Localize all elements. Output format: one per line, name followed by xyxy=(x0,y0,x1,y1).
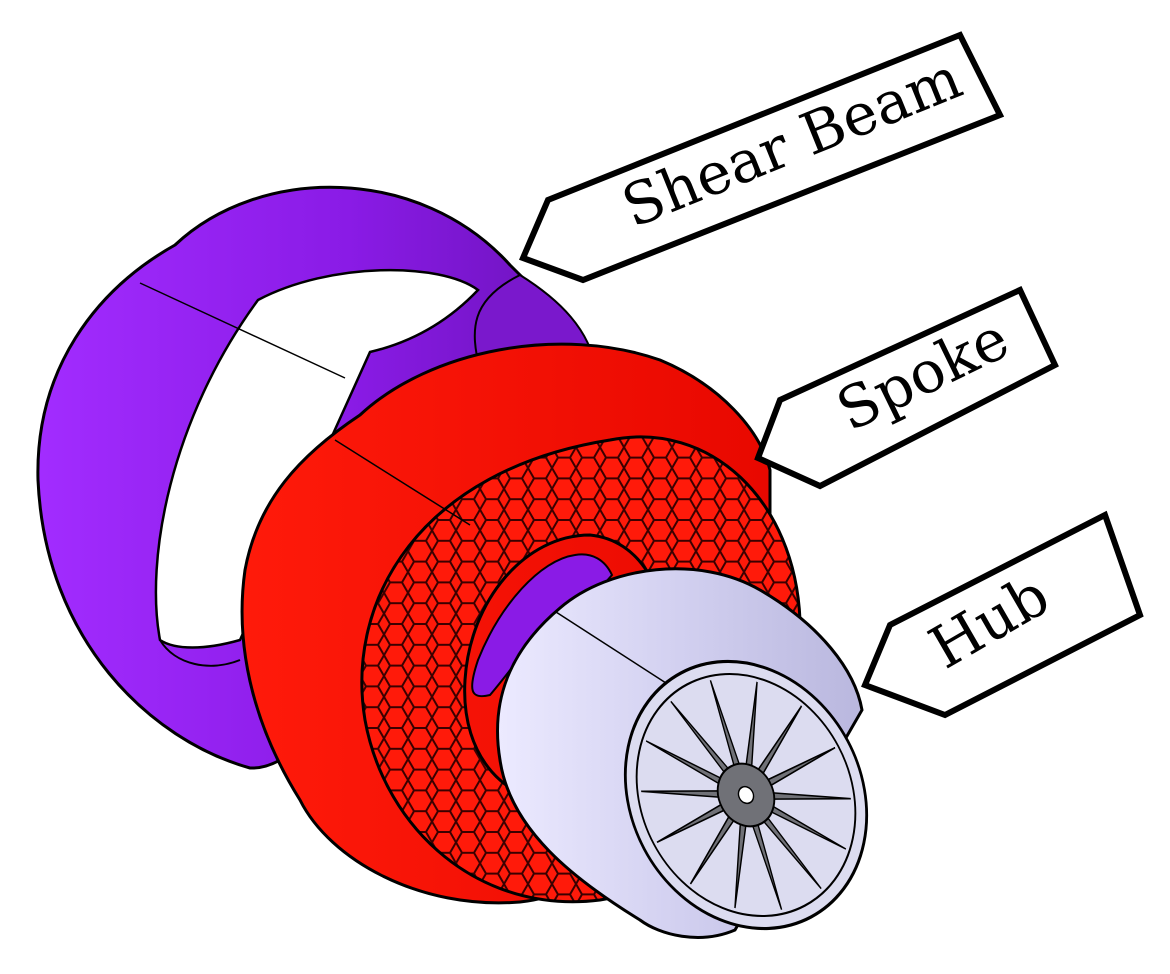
shear-beam-seam xyxy=(139,282,346,379)
spoke-seam xyxy=(334,439,471,526)
hub-part xyxy=(496,567,869,939)
spoke-callout: Spoke xyxy=(754,286,1059,490)
shear-beam-callout: Shear Beam xyxy=(518,31,1005,284)
shear-beam-callout-shape xyxy=(518,31,1005,284)
spoke-callout-shape xyxy=(754,286,1059,490)
hub-callout-shape xyxy=(861,510,1144,719)
hub-wheel-face xyxy=(623,659,869,931)
hub-callout: Hub xyxy=(861,510,1144,719)
shear-beam-rim-edge xyxy=(159,639,241,667)
